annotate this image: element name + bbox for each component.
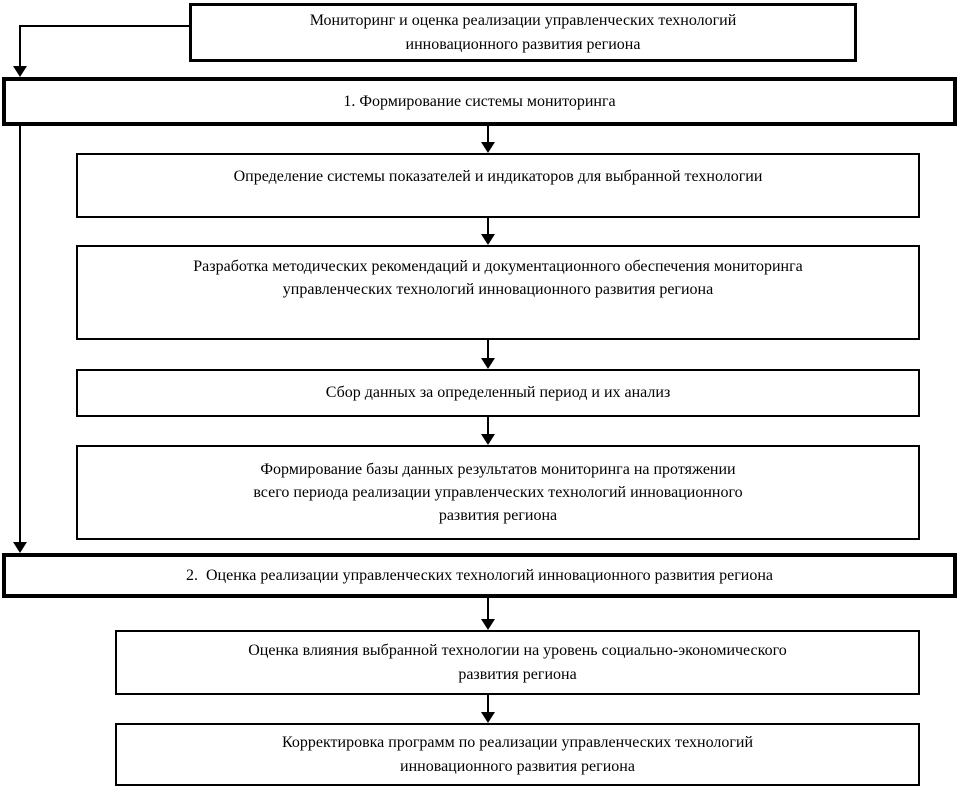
step-database-box: Формирование базы данных результатов мон… [76, 445, 920, 540]
arrowhead-indicators-to-methodology [481, 234, 495, 245]
stage2-bar: 2. Оценка реализации управленческих техн… [2, 553, 957, 598]
arrow-line-data-collection-to-database [487, 417, 489, 435]
step-impact-assessment-box: Оценка влияния выбранной технологии на у… [115, 630, 920, 695]
step-program-adjustment-label: Корректировка программ по реализации упр… [281, 734, 754, 775]
arrowhead-stage1-to-indicators [481, 142, 495, 153]
arrow-line-indicators-to-methodology [487, 218, 489, 235]
step-data-collection-label: Сбор данных за определенный период и их … [325, 384, 671, 402]
step-data-collection-box: Сбор данных за определенный период и их … [76, 369, 920, 417]
step-methodology-box: Разработка методических рекомендаций и д… [76, 245, 920, 340]
feedback-line-to-stage2 [19, 126, 21, 543]
arrowhead-methodology-to-data-collection [481, 358, 495, 369]
step-impact-assessment-label: Оценка влияния выбранной технологии на у… [248, 642, 787, 683]
feedback-arrowhead-stage1 [13, 66, 27, 77]
arrow-line-methodology-to-data-collection [487, 340, 489, 359]
step-database-label: Формирование базы данных результатов мон… [253, 460, 743, 525]
arrowhead-data-collection-to-database [481, 434, 495, 445]
feedback-arrowhead-stage2 [13, 542, 27, 553]
arrowhead-impact-to-adjustment [481, 712, 495, 723]
stage1-bar: 1. Формирование системы мониторинга [2, 77, 957, 126]
step-indicators-box: Определение системы показателей и индика… [76, 153, 920, 218]
step-indicators-label: Определение системы показателей и индика… [233, 168, 763, 185]
stage1-bar-label: 1. Формирование системы мониторинга [343, 92, 616, 110]
stage2-bar-label: 2. Оценка реализации управленческих техн… [185, 566, 774, 584]
arrowhead-stage2-to-impact [481, 619, 495, 630]
title-box: Мониторинг и оценка реализации управленч… [189, 3, 857, 62]
arrow-line-impact-to-adjustment [487, 695, 489, 713]
feedback-line-to-stage1 [19, 25, 21, 67]
feedback-line-horizontal [20, 25, 189, 27]
step-methodology-label: Разработка методических рекомендаций и д… [193, 258, 803, 299]
title-box-label: Мониторинг и оценка реализации управленч… [309, 12, 737, 53]
step-program-adjustment-box: Корректировка программ по реализации упр… [115, 723, 920, 786]
arrow-line-stage2-to-impact [487, 598, 489, 620]
arrow-line-stage1-to-indicators [487, 126, 489, 143]
